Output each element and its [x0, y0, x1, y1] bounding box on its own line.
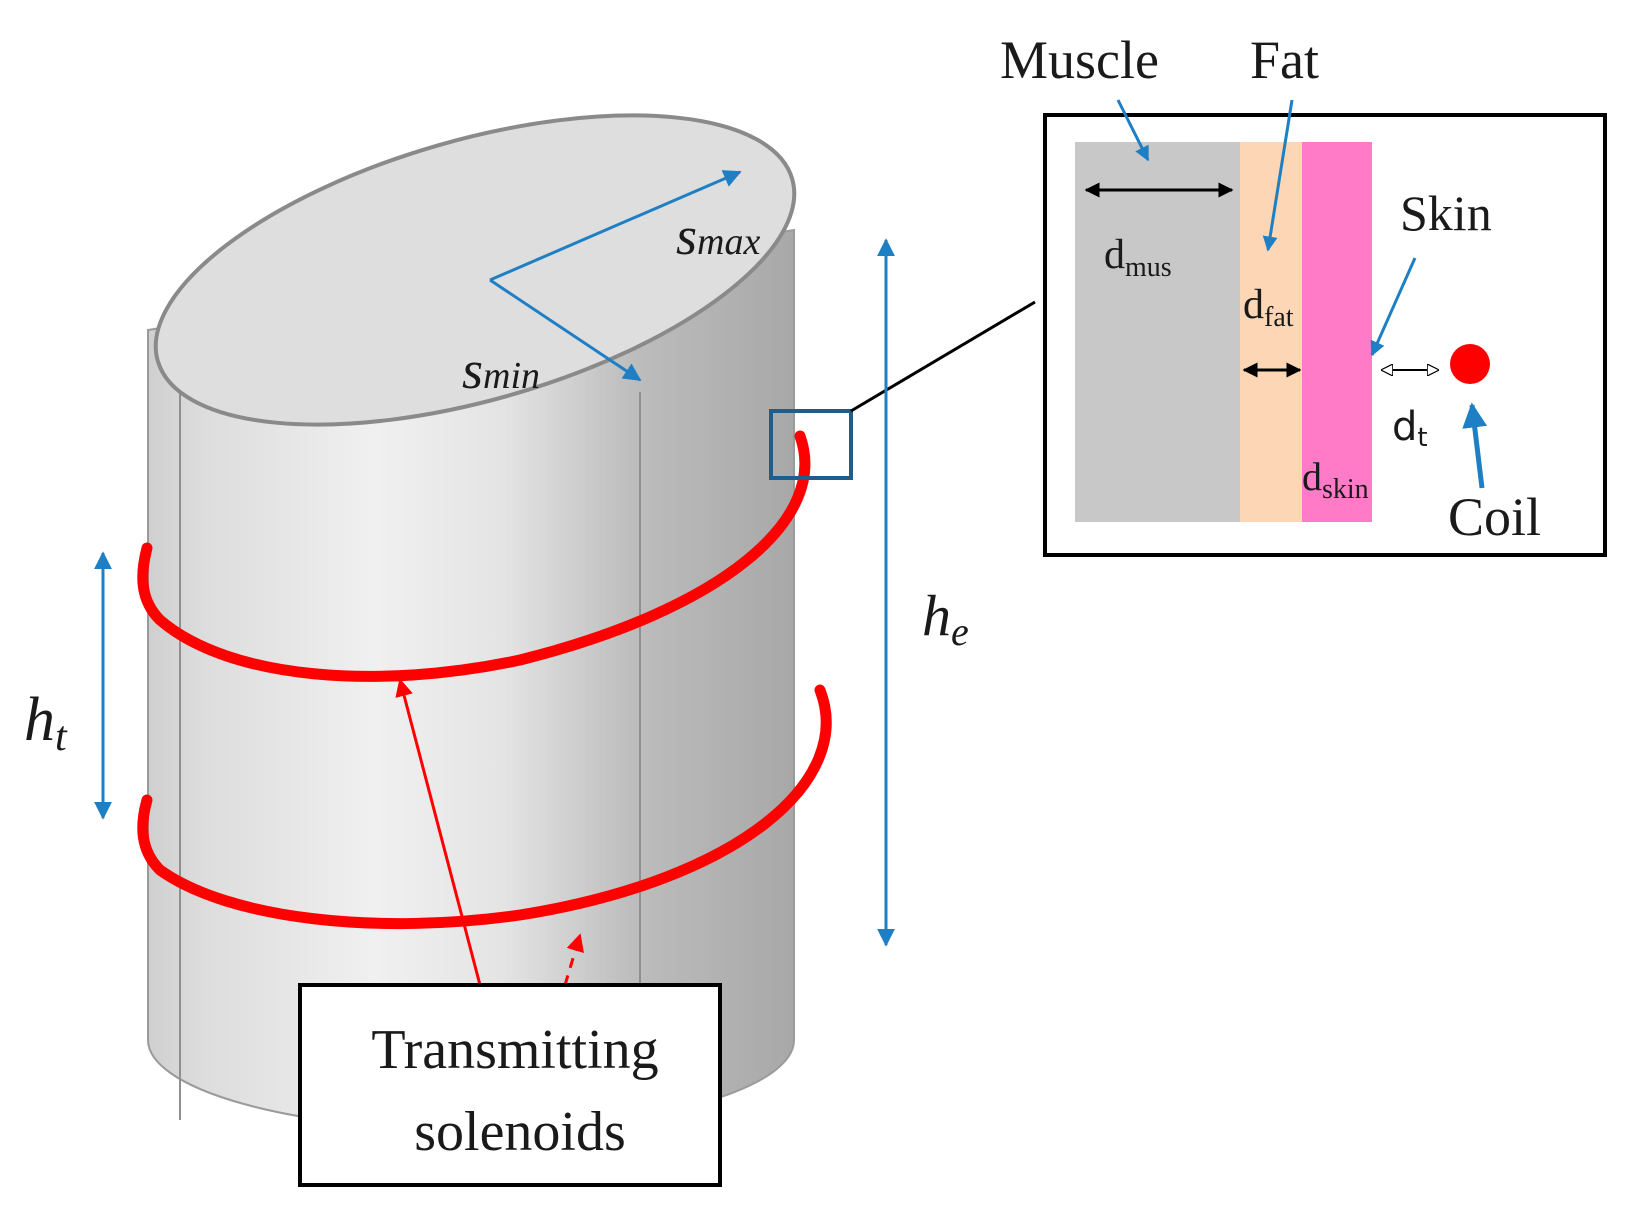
lower-solenoid-coil — [137, 684, 832, 930]
callout-line-2: solenoids — [414, 1101, 626, 1163]
s-min-label: smin — [462, 340, 540, 400]
callout-line-1: Transmitting — [371, 1019, 658, 1081]
s-min-arrow — [489, 278, 642, 382]
cylinder-top-face — [153, 113, 797, 427]
h-t-label: ht — [24, 686, 68, 760]
fat-label: Fat — [1250, 30, 1319, 90]
muscle-label: Muscle — [1000, 30, 1159, 90]
tissue-layer-inset: dmus dfat dskin dt Coil Skin — [1043, 113, 1607, 557]
coil-label: Coil — [1448, 487, 1541, 547]
h-t-dimension: ht — [24, 551, 112, 820]
d-fat-label: dfat — [1243, 282, 1294, 333]
upper-solenoid-coil — [137, 430, 811, 682]
s-max-label: smax — [676, 206, 760, 266]
radius-arrows: smax smin — [462, 170, 760, 400]
zoom-connector-line — [850, 300, 1036, 413]
transmitting-solenoid-coils — [137, 430, 832, 930]
callout-box — [298, 983, 722, 1187]
fat-pointer-arrow — [1262, 99, 1294, 252]
s-max-arrow — [489, 170, 742, 282]
d-mus-label: dmus — [1104, 232, 1172, 283]
muscle-layer — [1075, 142, 1240, 522]
d-skin-label: dskin — [1302, 454, 1369, 505]
coil-pointer-arrow — [1462, 402, 1488, 489]
transmitting-solenoids-callout: Transmitting solenoids — [298, 983, 722, 1187]
zoom-region-box — [769, 409, 853, 480]
solenoid-pointer-upper — [395, 678, 482, 986]
d-t-label: dt — [1392, 404, 1428, 453]
h-e-label: he — [922, 583, 969, 654]
skin-layer — [1302, 142, 1372, 522]
tissue-cylinder — [147, 113, 797, 1131]
skin-label: Skin — [1400, 185, 1492, 241]
skin-pointer-arrow — [1370, 257, 1417, 357]
fat-layer — [1240, 142, 1302, 522]
solenoid-pointer-lower — [563, 933, 584, 986]
h-e-dimension: he — [877, 238, 969, 947]
muscle-pointer-arrow — [1116, 99, 1150, 162]
coil-cross-section — [1450, 344, 1490, 384]
